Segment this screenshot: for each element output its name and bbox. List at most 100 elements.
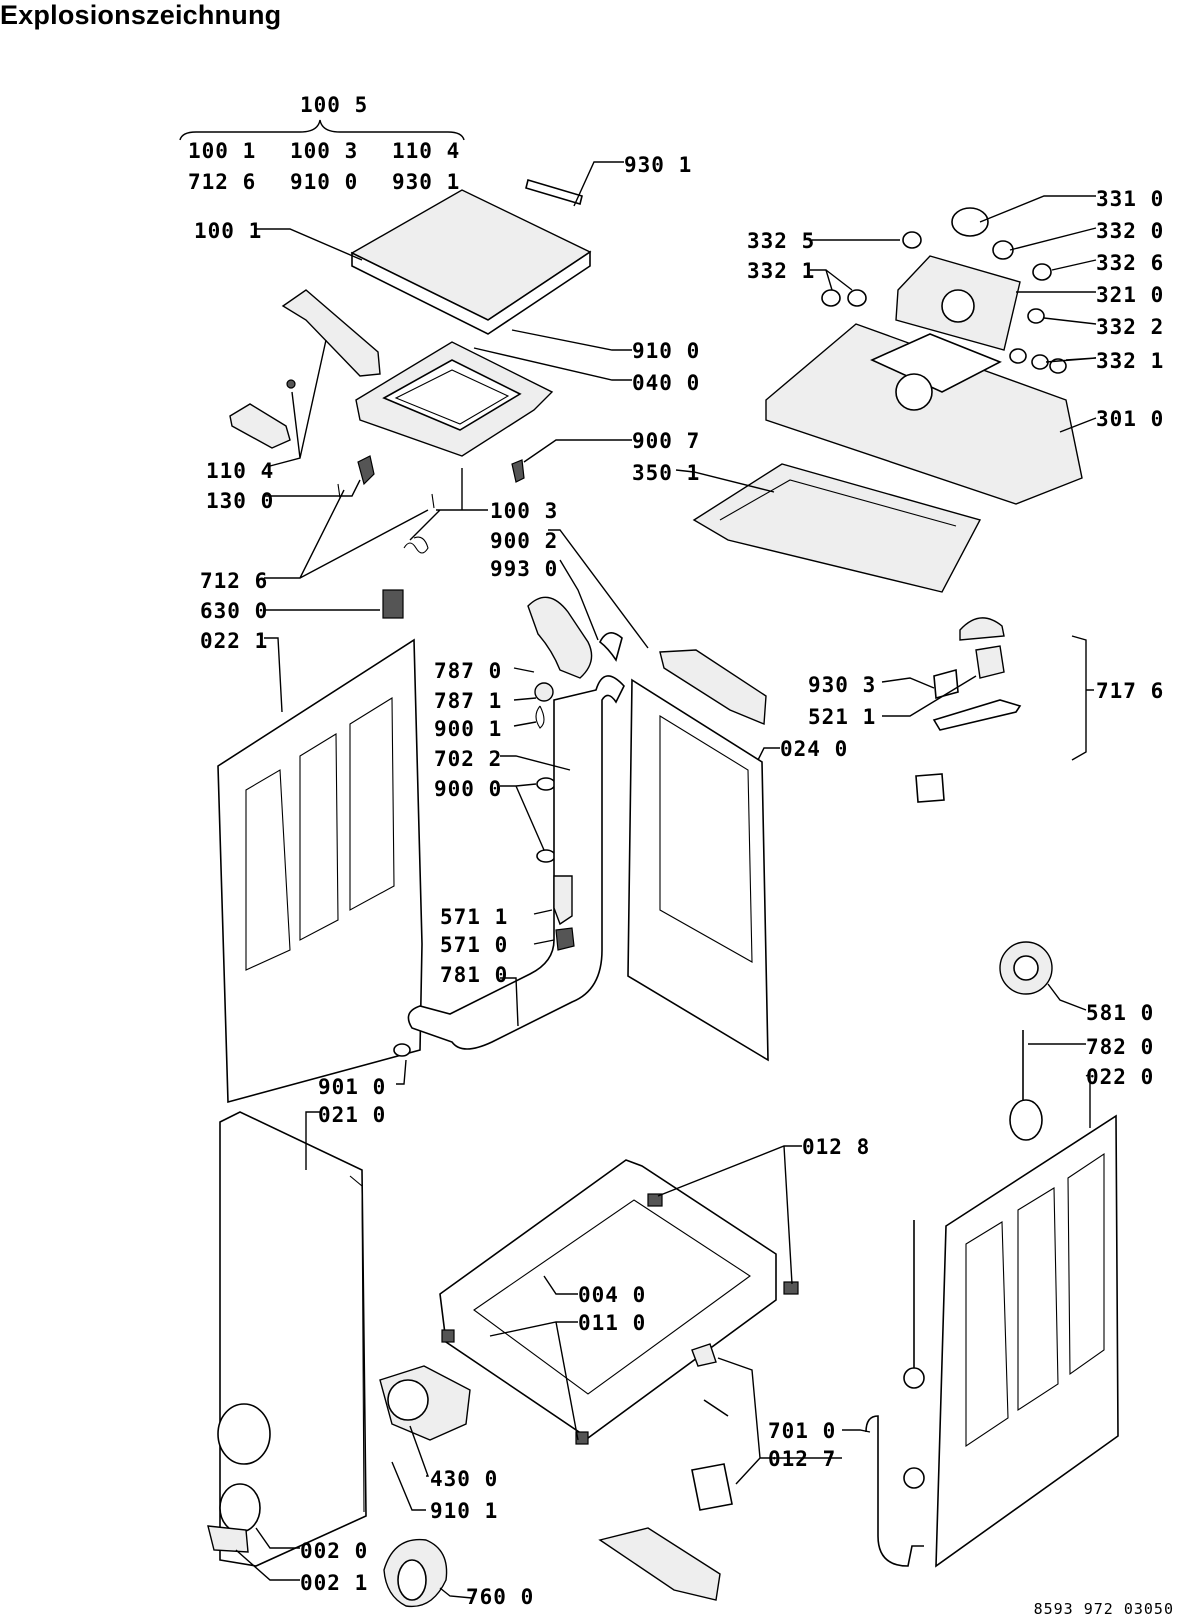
- cap-900-0: [536, 849, 556, 863]
- part-label: 930 3: [808, 673, 876, 697]
- rear-frame-inner: [659, 715, 753, 963]
- base-frame-004-0: [439, 1159, 777, 1439]
- console-301-0: [765, 323, 1083, 505]
- handle-110-4: [281, 289, 381, 377]
- filter-787-1: [534, 682, 554, 702]
- part-label: 012 8: [802, 1135, 870, 1159]
- part-label: 021 0: [318, 1103, 386, 1127]
- page-title: Explosionszeichnung: [0, 0, 282, 30]
- group-brace: [179, 119, 465, 141]
- spring-712-6: [403, 536, 429, 554]
- lever-717-6: [932, 699, 1022, 731]
- foot-012-8: [647, 1193, 663, 1207]
- inlet-hose-701-0: [865, 1415, 924, 1567]
- support-012-7: [691, 1463, 733, 1511]
- part-label: 630 0: [200, 599, 268, 623]
- filter-opening: [397, 1559, 427, 1601]
- button-332-1: [1009, 348, 1027, 364]
- console-knob-hole: [895, 373, 933, 411]
- part-label: 900 1: [434, 717, 502, 741]
- front-panel-edge: [349, 1175, 365, 1513]
- group-row2-label: 930 1: [392, 170, 460, 194]
- group-main-label: 100 5: [300, 93, 368, 117]
- side-panel-ribs: [965, 1152, 1105, 1448]
- bracket-012-7: [691, 1343, 717, 1367]
- button-332-5: [902, 231, 922, 249]
- foot-012-8: [783, 1281, 799, 1295]
- clip-900-7: [511, 459, 525, 483]
- part-label: 024 0: [780, 737, 848, 761]
- electronics-350-1: [692, 463, 982, 593]
- hatch-002-0: [219, 1483, 261, 1533]
- part-label: 521 1: [808, 705, 876, 729]
- part-label: 011 0: [578, 1311, 646, 1335]
- part-label: 571 0: [440, 933, 508, 957]
- valve-571-0: [555, 927, 575, 951]
- group-row2-label: 910 0: [290, 170, 358, 194]
- screw: [286, 379, 296, 389]
- part-label: 332 5: [747, 229, 815, 253]
- part-label: 130 0: [206, 489, 274, 513]
- group-row1-label: 100 1: [188, 139, 256, 163]
- part-label: 100 3: [490, 499, 558, 523]
- ring: [1009, 1099, 1043, 1141]
- bellows-787-0: [527, 596, 593, 679]
- clamp-900-1: [535, 705, 545, 729]
- part-label: 331 0: [1096, 187, 1164, 211]
- part-label: 022 1: [200, 629, 268, 653]
- clip-130-0: [357, 455, 375, 486]
- foot: [441, 1329, 455, 1343]
- valve-571-1: [553, 875, 573, 926]
- button-332-1: [1031, 354, 1049, 370]
- damper-end: [903, 1467, 925, 1489]
- part-label: 787 0: [434, 659, 502, 683]
- part-label: 040 0: [632, 371, 700, 395]
- drawing-number: 8593 972 03050: [1033, 1600, 1174, 1618]
- clamp-717-6: [915, 773, 945, 803]
- lid-edge: [351, 250, 591, 335]
- part-label: 900 2: [490, 529, 558, 553]
- drain-hose-781-0: [407, 675, 625, 1050]
- side-panel-ribs: [245, 697, 395, 971]
- part-label: 782 0: [1086, 1035, 1154, 1059]
- part-label: 930 1: [624, 153, 692, 177]
- part-label: 993 0: [490, 557, 558, 581]
- button-332-1: [1049, 358, 1067, 374]
- cap-900-0: [536, 777, 556, 791]
- rear-frame-024-0: [627, 678, 769, 1062]
- part-label: 430 0: [430, 1467, 498, 1491]
- button-332-6: [1032, 263, 1052, 281]
- part-label: 301 0: [1096, 407, 1164, 431]
- button-332-1: [821, 289, 841, 307]
- part-label: 002 0: [300, 1539, 368, 1563]
- part-label: 910 1: [430, 1499, 498, 1523]
- part-label: 004 0: [578, 1283, 646, 1307]
- group-row1-label: 100 3: [290, 139, 358, 163]
- parts: [207, 178, 1119, 1608]
- strip-930-1: [525, 178, 583, 206]
- group-row2-label: 712 6: [188, 170, 256, 194]
- part-label: 321 0: [1096, 283, 1164, 307]
- part-label: 012 7: [768, 1447, 836, 1471]
- part-label: 100 1: [194, 219, 262, 243]
- pulley-hub: [1013, 955, 1039, 981]
- part-label: 002 1: [300, 1571, 368, 1595]
- pump-inlet: [387, 1379, 429, 1421]
- part-label: 110 4: [206, 459, 274, 483]
- part-label: 581 0: [1086, 1001, 1154, 1025]
- electronics-detail: [719, 479, 957, 527]
- side-panel-022-0: [935, 1114, 1119, 1568]
- pin: [703, 1399, 729, 1417]
- latch-110-4: [229, 403, 291, 449]
- group-row1-label: 110 4: [392, 139, 460, 163]
- part-label: 332 1: [747, 259, 815, 283]
- part-label: 332 1: [1096, 349, 1164, 373]
- lid-100-1: [350, 189, 592, 321]
- button-332-1: [847, 289, 867, 307]
- part-label: 900 7: [632, 429, 700, 453]
- part-label: 332 0: [1096, 219, 1164, 243]
- part-label: 701 0: [768, 1419, 836, 1443]
- part-label: 702 2: [434, 747, 502, 771]
- bracket-900-2: [659, 649, 767, 726]
